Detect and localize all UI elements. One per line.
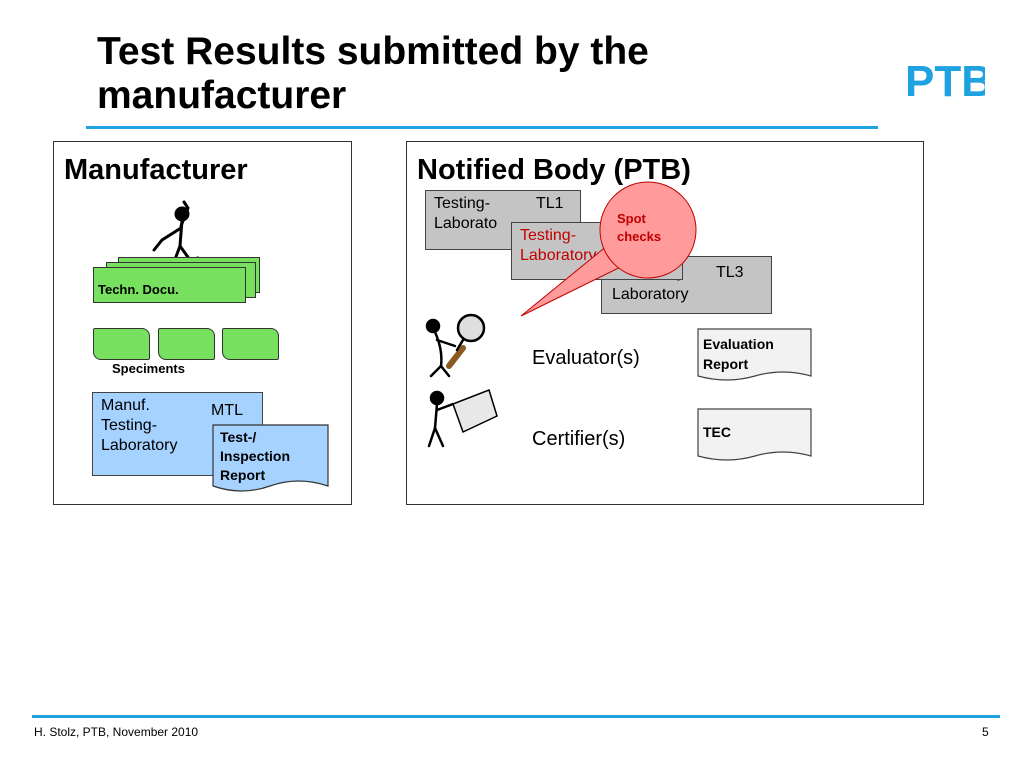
certifier-document-icon — [427, 389, 498, 448]
speciment-box — [222, 328, 279, 360]
speciment-box — [158, 328, 215, 360]
tl3-name: Laboratory — [612, 286, 689, 303]
spot-checks-callout — [520, 181, 697, 317]
tl2-name: Testing- Laboratory — [520, 227, 597, 264]
tl3-code: TL3 — [716, 264, 744, 281]
page-title: Test Results submitted by the manufactur… — [97, 30, 649, 117]
tec-label: TEC — [703, 424, 731, 440]
tec-doc — [697, 408, 812, 461]
notified-body-panel: Notified Body (PTB) Testing- Laborato TL… — [406, 141, 924, 505]
techn-docu-label: Techn. Docu. — [98, 282, 179, 297]
tl1-name: Testing- Laborato — [434, 195, 498, 232]
evaluation-report-doc — [697, 328, 812, 381]
testing-lab-tl1: Testing- Laborato TL1 — [425, 190, 581, 250]
spot-checks-label: Spot checks — [617, 211, 662, 244]
manufacturer-heading: Manufacturer — [64, 154, 248, 186]
manuf-lab-code: MTL — [211, 402, 243, 419]
report-bold-text: Test- — [220, 429, 253, 445]
evaluator-magnifier-icon — [425, 313, 486, 378]
page-number: 5 — [982, 725, 989, 739]
logo-text: PTB — [905, 58, 985, 102]
inspection-report-doc — [212, 424, 329, 492]
tl1-code: TL1 — [536, 195, 564, 212]
manuf-lab-name: Manuf. Testing- Laboratory — [101, 397, 178, 454]
footer-rule — [32, 715, 1000, 718]
footer-author: H. Stolz, PTB, November 2010 — [34, 725, 199, 739]
evaluator-label: Evaluator(s) — [532, 347, 640, 369]
ptb-logo: PTB — [905, 57, 993, 107]
certifier-label: Certifier(s) — [532, 428, 626, 450]
worker-figure-icon — [152, 200, 200, 264]
notified-body-heading: Notified Body (PTB) — [417, 154, 691, 186]
techn-docu-card: Techn. Docu. — [93, 267, 246, 303]
speciment-box — [93, 328, 150, 360]
manufacturer-panel: Manufacturer Techn. Docu. Speciments Man… — [53, 141, 352, 505]
report-rest-text: / Inspection Report — [220, 429, 291, 483]
inspection-report-label: Test-/ Inspection Report — [220, 428, 320, 485]
speciments-label: Speciments — [112, 361, 185, 376]
header-rule — [86, 126, 878, 129]
evaluation-report-label: Evaluation Report — [703, 336, 774, 372]
